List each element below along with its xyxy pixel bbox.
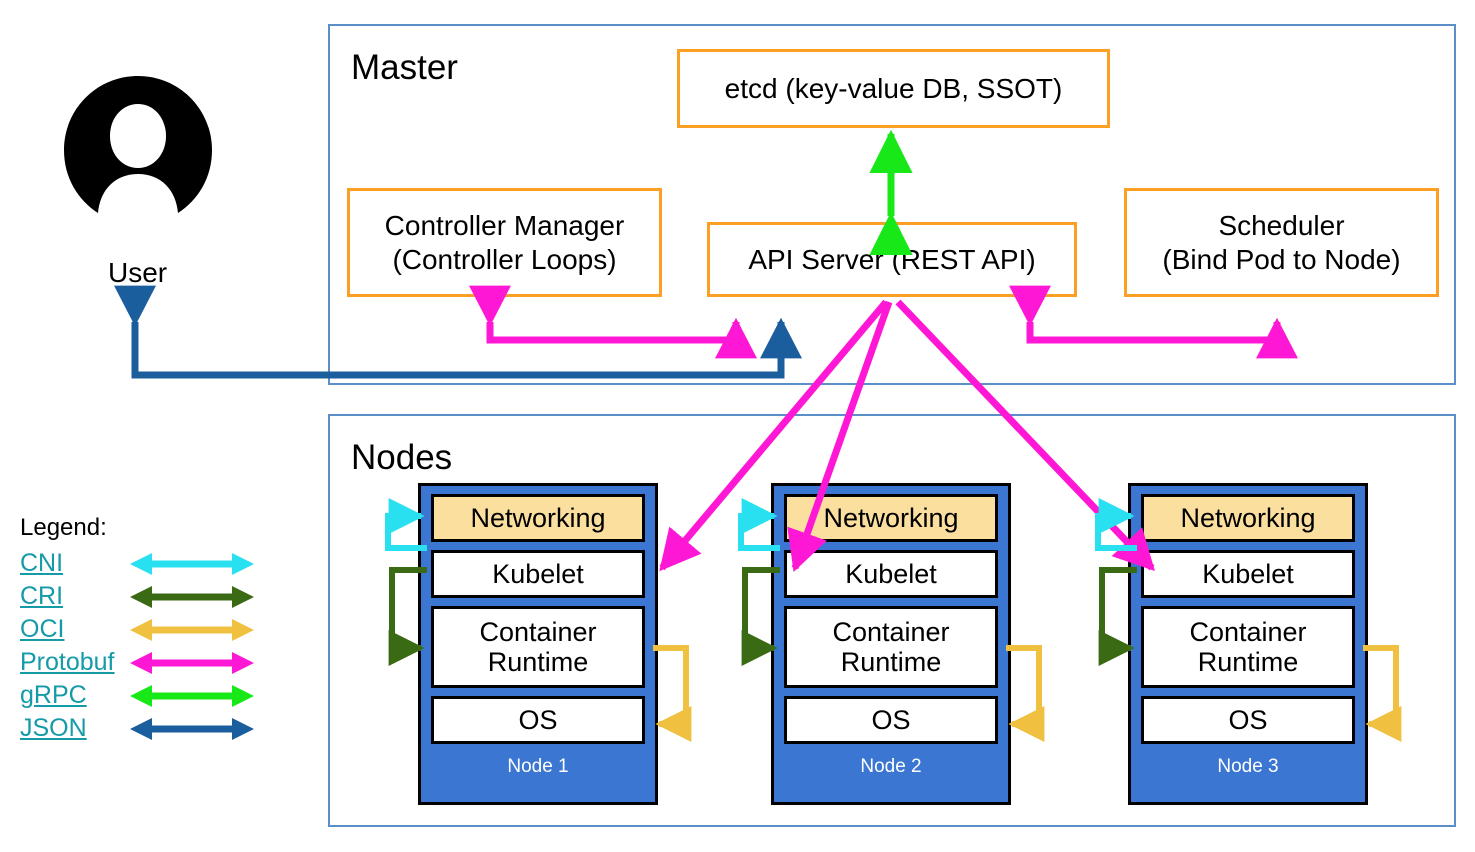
legend-arrow-protobuf <box>130 651 254 674</box>
node-2-container-runtime-label: Container Runtime <box>832 616 950 677</box>
node-1-container-runtime-label: Container Runtime <box>479 616 597 677</box>
legend-row-grpc[interactable]: gRPC <box>20 679 254 712</box>
legend-arrow-cri <box>130 585 254 608</box>
node-2-box[interactable]: Networking Kubelet Container Runtime OS … <box>771 483 1011 805</box>
node-3-kubelet-layer[interactable]: Kubelet <box>1141 550 1355 598</box>
legend-label-oci[interactable]: OCI <box>20 615 65 643</box>
legend-row-json[interactable]: JSON <box>20 712 254 745</box>
node-2-name: Node 2 <box>860 756 922 777</box>
node-3-box[interactable]: Networking Kubelet Container Runtime OS … <box>1128 483 1368 805</box>
controller-manager-label: Controller Manager (Controller Loops) <box>384 210 625 275</box>
legend-arrow-cni <box>130 552 254 575</box>
etcd-label: etcd (key-value DB, SSOT) <box>724 72 1063 104</box>
user-avatar-icon <box>62 74 214 224</box>
node-2-container-runtime-layer[interactable]: Container Runtime <box>784 606 998 688</box>
node-2-kubelet-label: Kubelet <box>845 558 937 589</box>
node-1-name: Node 1 <box>507 756 569 777</box>
legend-arrow-json <box>130 717 254 740</box>
node-1-kubelet-layer[interactable]: Kubelet <box>431 550 645 598</box>
controller-manager-box[interactable]: Controller Manager (Controller Loops) <box>347 188 662 297</box>
node-2-networking-label: Networking <box>823 502 959 533</box>
node-1-networking-layer[interactable]: Networking <box>431 494 645 542</box>
node-3-container-runtime-layer[interactable]: Container Runtime <box>1141 606 1355 688</box>
legend-label-json[interactable]: JSON <box>20 714 87 742</box>
node-1-os-label: OS <box>518 704 558 735</box>
node-1-box[interactable]: Networking Kubelet Container Runtime OS … <box>418 483 658 805</box>
legend-label-grpc[interactable]: gRPC <box>20 681 87 709</box>
node-3-networking-label: Networking <box>1180 502 1316 533</box>
node-1-container-runtime-layer[interactable]: Container Runtime <box>431 606 645 688</box>
legend: Legend: CNI CRI OCI <box>20 516 254 745</box>
node-2-networking-layer[interactable]: Networking <box>784 494 998 542</box>
node-3-kubelet-label: Kubelet <box>1202 558 1294 589</box>
legend-arrow-grpc <box>130 684 254 707</box>
legend-label-cni[interactable]: CNI <box>20 549 64 577</box>
api-server-box[interactable]: API Server (REST API) <box>707 222 1077 297</box>
scheduler-label: Scheduler (Bind Pod to Node) <box>1162 210 1401 275</box>
nodes-group-title: Nodes <box>351 438 453 477</box>
legend-row-cri[interactable]: CRI <box>20 580 254 613</box>
legend-label-cri[interactable]: CRI <box>20 582 64 610</box>
scheduler-box[interactable]: Scheduler (Bind Pod to Node) <box>1124 188 1439 297</box>
node-2-os-label: OS <box>871 704 911 735</box>
legend-arrow-oci <box>130 618 254 641</box>
node-2-kubelet-layer[interactable]: Kubelet <box>784 550 998 598</box>
node-3-networking-layer[interactable]: Networking <box>1141 494 1355 542</box>
legend-row-oci[interactable]: OCI <box>20 613 254 646</box>
api-server-label: API Server (REST API) <box>748 243 1036 275</box>
legend-title: Legend: <box>20 514 107 541</box>
etcd-box[interactable]: etcd (key-value DB, SSOT) <box>677 49 1110 128</box>
node-3-os-layer[interactable]: OS <box>1141 696 1355 744</box>
node-2-os-layer[interactable]: OS <box>784 696 998 744</box>
node-1-kubelet-label: Kubelet <box>492 558 584 589</box>
master-group-title: Master <box>351 48 458 87</box>
node-1-networking-label: Networking <box>470 502 606 533</box>
legend-row-cni[interactable]: CNI <box>20 547 254 580</box>
node-3-name: Node 3 <box>1217 756 1279 777</box>
user-label: User <box>108 257 168 288</box>
legend-label-protobuf[interactable]: Protobuf <box>20 648 115 676</box>
node-3-container-runtime-label: Container Runtime <box>1189 616 1307 677</box>
legend-row-protobuf[interactable]: Protobuf <box>20 646 254 679</box>
node-1-os-layer[interactable]: OS <box>431 696 645 744</box>
node-3-os-label: OS <box>1228 704 1268 735</box>
